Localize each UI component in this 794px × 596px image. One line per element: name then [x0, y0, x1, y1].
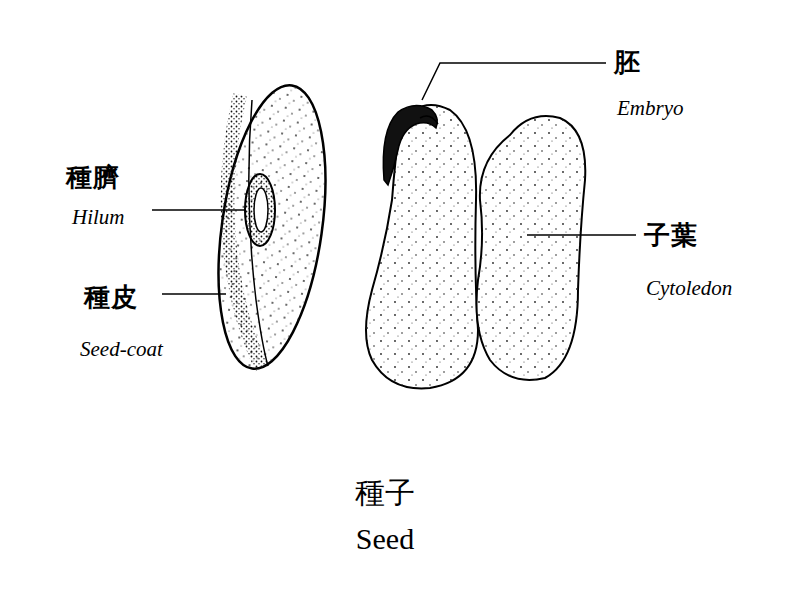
part-name-zh: 胚 — [614, 45, 641, 80]
part-name-zh: 子葉 — [644, 218, 698, 253]
part-name-en: Seed-coat — [80, 337, 163, 362]
part-name-zh: 種臍 — [66, 160, 120, 195]
cotyledon-right — [477, 116, 586, 380]
part-name-zh: 種皮 — [84, 280, 138, 315]
whole-seed — [203, 78, 342, 375]
cotyledon-left — [366, 105, 478, 388]
leader-lines — [152, 63, 636, 294]
part-name-en: Hilum — [72, 205, 125, 230]
part-name-en: Cytoledon — [646, 276, 732, 301]
figure-caption: 種子 Seed — [345, 470, 425, 562]
part-name-en: Embryo — [617, 96, 684, 121]
